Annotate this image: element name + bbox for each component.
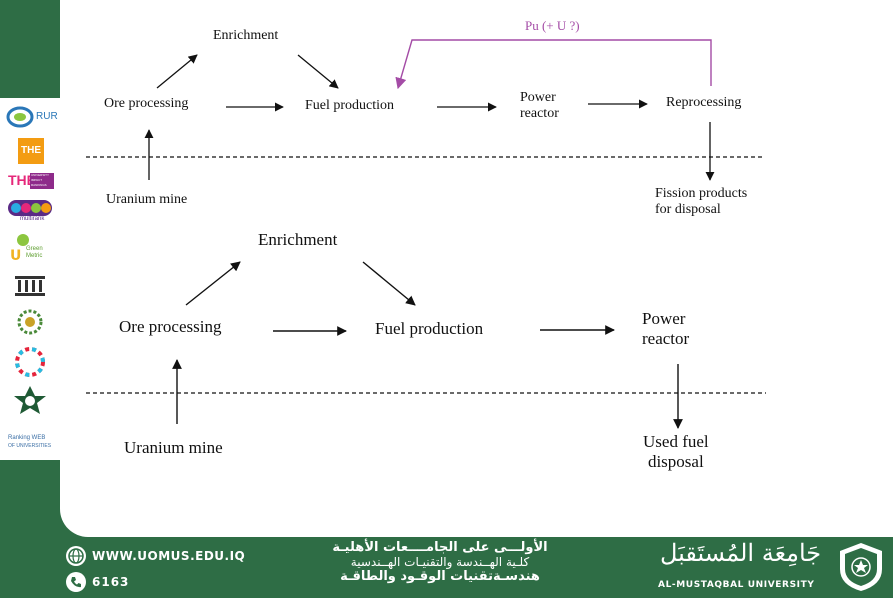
arrow-enrichment-to-fuel-bottom	[362, 261, 416, 306]
sdg-wheel-icon	[15, 347, 45, 377]
university-emblem	[836, 541, 886, 593]
phone-number: 6163	[92, 575, 130, 589]
used-fuel-disposal-label: Used fuel disposal	[643, 432, 709, 471]
rur-logo: RUR	[6, 102, 58, 132]
slide-canvas	[60, 0, 893, 537]
recycle-arrow-pu-u	[395, 39, 712, 90]
arrow-enrichment-to-fuel-top	[297, 54, 339, 89]
federation-logo	[6, 384, 54, 424]
rur-icon	[6, 106, 34, 128]
bottom-cycle-arrows	[172, 261, 683, 429]
top-uranium-mine-label: Uranium mine	[106, 192, 188, 207]
fission-products-label: Fission products for disposal	[655, 186, 748, 218]
svg-text:U: U	[10, 248, 21, 264]
multirank-logo: multirank	[6, 198, 54, 224]
arabic-text-block: الأولـــى على الجامــــعات الأهليـة كلـي…	[332, 540, 548, 584]
top-fuel-production-label: Fuel production	[305, 98, 395, 113]
arrow-ore-to-enrichment-top	[156, 54, 198, 89]
ui-greenmetric-logo: U Green Metric	[6, 232, 54, 264]
top-enrichment-label: Enrichment	[213, 28, 279, 43]
fuel-cycle-diagram	[86, 39, 766, 429]
top-reprocessing-label: Reprocessing	[666, 95, 742, 110]
leaf-icon: U	[10, 234, 29, 264]
university-name-english: AL-MUSTAQBAL UNIVERSITY	[658, 580, 815, 590]
star-emblem-icon	[14, 386, 46, 414]
arab-rankings-logo	[6, 308, 54, 340]
bottom-fuel-production-label: Fuel production	[375, 319, 484, 338]
bottom-enrichment-label: Enrichment	[258, 230, 338, 249]
university-name-arabic: جَامِعَة المُستَقبَل	[660, 539, 822, 567]
website-link[interactable]: WWW.UOMUS.EDU.IQ	[92, 549, 246, 563]
wreath-icon	[17, 309, 43, 335]
the-impact-rankings-logo: THE UNIVERSITY IMPACT RANKINGS	[6, 170, 54, 192]
top-ore-processing-label: Ore processing	[104, 96, 189, 111]
sdg-logo	[6, 346, 54, 378]
bottom-ore-processing-label: Ore processing	[119, 317, 222, 336]
phone-icon	[66, 572, 86, 592]
columns-logo	[6, 274, 54, 298]
top-cycle-arrows	[144, 54, 715, 181]
footer-bar: WWW.UOMUS.EDU.IQ 6163 الأولـــى على الجا…	[0, 537, 893, 597]
globe-icon	[66, 546, 86, 566]
university-shield-icon	[840, 543, 882, 591]
bottom-power-reactor-label: Power reactor	[642, 309, 690, 348]
building-columns-icon	[15, 276, 45, 296]
bottom-uranium-mine-label: Uranium mine	[124, 438, 223, 457]
the-logo: THE	[6, 138, 54, 164]
arrow-ore-to-enrichment-bottom	[185, 261, 241, 306]
multirank-icon	[8, 200, 52, 216]
ranking-web-logo: Ranking WEB OF UNIVERSITIES	[8, 435, 52, 449]
top-power-reactor-label: Power reactor	[520, 90, 559, 122]
ranking-logos-sidebar: RUR THE THE UNIVERSITY IMPACT RANKINGS m…	[0, 98, 60, 460]
recycle-pu-u-label: Pu (+ U ?)	[525, 18, 580, 33]
